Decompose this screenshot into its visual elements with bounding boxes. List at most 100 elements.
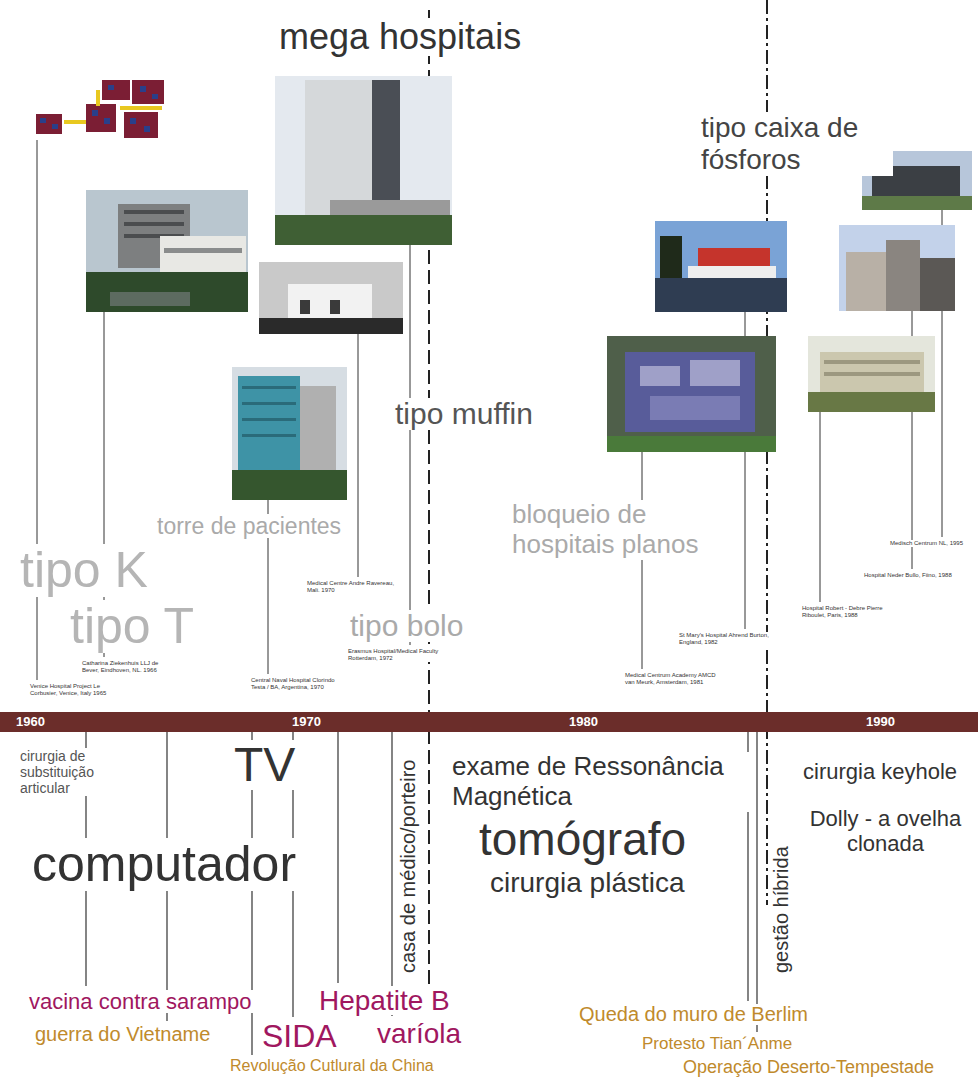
hospital-photo <box>655 278 787 312</box>
hospital-photo <box>86 190 248 312</box>
hospital-plan-photo <box>36 114 62 134</box>
year-label: 1990 <box>866 715 895 729</box>
hospital-plan-photo <box>92 110 98 116</box>
hospital-photo <box>824 360 920 364</box>
photo-caption: Hospital Robert - Debre Pierre Riboulet,… <box>800 605 899 619</box>
hospital-photo <box>690 360 740 386</box>
hospital-photo <box>862 196 972 210</box>
photo-caption: Medical Centre Andre Ravereau, Mali. 197… <box>305 580 404 594</box>
technology-label: computador <box>30 838 298 891</box>
technology-label: Dolly - a ovelha clonada <box>796 806 975 857</box>
hospital-photo <box>232 367 347 500</box>
hospital-photo <box>275 76 452 245</box>
world-event-label: Operação Deserto-Tempestade <box>681 1058 936 1077</box>
hospital-plan-photo <box>108 85 114 90</box>
technology-label: cirurgia plástica <box>488 868 687 897</box>
hospital-plan-photo <box>140 86 146 92</box>
hospital-plan-photo <box>152 94 158 99</box>
photo-caption: Erasmus Hospital/Medical Faculty Rotterd… <box>346 648 445 662</box>
hospital-photo <box>625 352 755 432</box>
hospital-photo <box>660 236 682 278</box>
hospital-photo <box>886 240 920 311</box>
hospital-type-label: tipo muffin <box>393 398 535 430</box>
hospital-photo <box>655 221 787 312</box>
hospital-plan-photo <box>144 126 150 132</box>
hospital-plan-photo <box>102 80 130 100</box>
hospital-plan-photo <box>86 104 116 132</box>
hospital-photo <box>300 300 310 314</box>
hospital-photo <box>607 336 776 452</box>
hospital-photo <box>232 367 347 500</box>
hospital-photo <box>242 402 296 405</box>
hospital-type-label: tipo caixa de fósforos <box>699 112 893 176</box>
hospital-photo <box>820 352 924 392</box>
hospital-photo <box>160 236 246 276</box>
hospital-photo <box>300 386 336 484</box>
world-event-label: guerra do Vietname <box>33 1024 212 1045</box>
hospital-photo <box>839 225 955 311</box>
hospital-photo <box>259 318 403 334</box>
hospital-plan-photo <box>96 90 100 106</box>
hospital-plan-photo <box>132 80 164 104</box>
hospital-photo <box>232 470 347 500</box>
photo-caption: Hospital Neder Bullo, Fiino, 1988 <box>862 572 956 579</box>
leader-line <box>642 452 643 669</box>
timeline-band: 1960 1970 1980 1990 <box>0 712 978 732</box>
hospital-photo <box>242 418 296 421</box>
hospital-photo <box>275 215 452 245</box>
technology-label: cirurgia de substituição articular <box>18 748 106 796</box>
hospital-type-label: tipo bolo <box>348 610 465 642</box>
hospital-photo <box>698 248 770 266</box>
hospital-photo <box>655 221 787 312</box>
hospital-photo <box>607 336 776 452</box>
hospital-plan-photo <box>35 78 165 140</box>
hospital-photo <box>86 190 248 312</box>
hospital-type-label: tipo K <box>18 544 150 597</box>
hospital-photo <box>259 262 403 334</box>
hospital-photo <box>824 372 920 376</box>
health-event-label: Hepatite B <box>317 986 452 1015</box>
hospital-photo <box>110 292 190 306</box>
hospital-photo <box>86 272 248 312</box>
hospital-photo <box>242 386 296 389</box>
management-label: casa de médico/porteiro <box>398 758 419 975</box>
year-label: 1980 <box>569 715 598 729</box>
hospital-photo <box>640 366 680 386</box>
photo-caption: Central Naval Hospital Clorindo Testa / … <box>249 677 348 691</box>
hospital-photo <box>846 252 886 311</box>
world-event-label: Queda do muro de Berlim <box>577 1004 810 1025</box>
hospital-photo <box>920 258 955 311</box>
photo-caption: St Mary's Hospital Ahrend Burton, Englan… <box>677 632 776 646</box>
leader-line <box>820 412 821 602</box>
hospital-photo <box>124 210 184 214</box>
leader-line <box>358 334 359 577</box>
technology-label: cirurgia keyhole <box>801 760 959 783</box>
leader-line <box>37 128 38 680</box>
year-label: 1970 <box>292 715 321 729</box>
photo-caption: Catharina Ziekenhuis LLJ de Bever, Eindh… <box>80 660 179 674</box>
hospital-photo <box>124 222 184 226</box>
hospital-plan-photo <box>124 112 158 138</box>
year-label: 1960 <box>16 715 45 729</box>
hospital-plan-photo <box>130 118 136 124</box>
hospital-photo <box>330 300 340 314</box>
health-event-label: SIDA <box>260 1020 339 1054</box>
hospital-photo <box>808 336 935 412</box>
technology-label: TV <box>232 740 297 790</box>
hospital-photo <box>688 266 776 278</box>
hospital-photo <box>164 248 242 253</box>
hospital-photo <box>650 396 740 420</box>
health-event-label: varíola <box>375 1019 463 1048</box>
photo-caption: Medical Centrum Academy AMCD van Meurk, … <box>623 672 722 686</box>
leader-line <box>410 245 411 645</box>
hospital-photo <box>288 284 372 318</box>
event-tick <box>391 732 392 1016</box>
photo-caption: Medisch Centrum NL, 1995 <box>888 540 972 547</box>
hospital-photo <box>839 225 955 311</box>
photo-caption: Venice Hospital Project Le Corbusier, Ve… <box>28 683 127 697</box>
hospital-type-label: tipo T <box>68 600 196 653</box>
hospital-photo <box>808 336 935 412</box>
event-tick <box>756 732 757 1032</box>
world-event-label: Revolução Cutlural da China <box>228 1058 436 1075</box>
hospital-type-label: torre de pacientes <box>155 514 343 538</box>
